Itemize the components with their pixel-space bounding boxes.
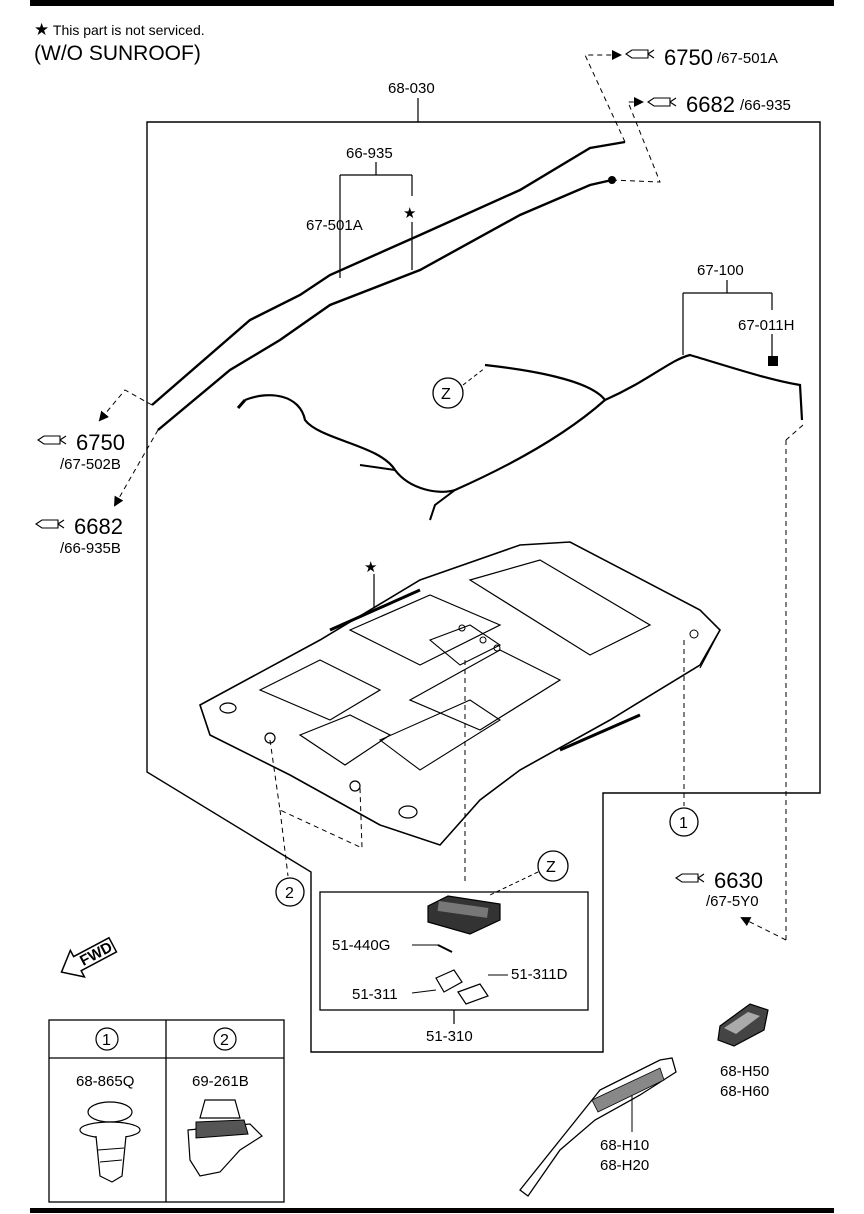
label-51-310: 51-310: [426, 1028, 473, 1045]
zone-z-marker-upper: Z: [441, 386, 451, 403]
star-mark-harness: ★: [403, 205, 416, 222]
clip-legend-table: [48, 1019, 285, 1203]
lens-51-311: [435, 969, 463, 993]
label-68-H20: 68-H20: [600, 1157, 649, 1174]
lens-51-311D: [457, 983, 489, 1005]
bottom-rule: [30, 1208, 834, 1213]
headliner-harness-67-100: [244, 353, 804, 493]
label-68-H10: 68-H10: [600, 1137, 649, 1154]
label-68-H50: 68-H50: [720, 1063, 769, 1080]
ref-6750-left: 6750: [76, 430, 125, 455]
note-text: This part is not serviced.: [52, 22, 205, 38]
pillar-trim-68-H10: [519, 1057, 677, 1197]
roof-harness-upper: [151, 140, 626, 406]
variant-title: (W/O SUNROOF): [34, 42, 201, 65]
main-group-outline: [146, 121, 821, 1053]
circle-marker-2: 2: [285, 885, 294, 902]
forward-arrow-icon: FWD: [60, 936, 118, 978]
label-68-H60: 68-H60: [720, 1083, 769, 1100]
label-51-311: 51-311: [352, 986, 398, 1003]
ref-66-935B: /66-935B: [60, 540, 121, 557]
roof-harness-lower: [157, 178, 613, 431]
retainer-clip-icon: [187, 1099, 263, 1177]
label-67-501A: 67-501A: [306, 217, 363, 234]
ref-6750-top: 6750: [664, 45, 713, 70]
label-69-261B: 69-261B: [192, 1073, 249, 1090]
handle-bracket-68-H50: [717, 1003, 769, 1047]
label-51-440G: 51-440G: [332, 937, 390, 954]
headliner-panel: [199, 541, 721, 846]
map-lamp-assembly: [427, 895, 501, 935]
label-67-011H: 67-011H: [738, 317, 794, 334]
fwd-label: FWD: [77, 939, 115, 970]
label-51-311D: 51-311D: [511, 966, 568, 983]
ref-67-501A: /67-501A: [717, 50, 778, 67]
ref-6630: 6630: [714, 868, 763, 893]
star-icon: ★: [34, 20, 50, 39]
circle-marker-1: 1: [679, 815, 688, 832]
ref-67-502B: /67-502B: [60, 456, 121, 473]
zone-z-marker-lower: Z: [546, 859, 556, 876]
label-66-935: 66-935: [346, 145, 393, 162]
legend-circle-1: 1: [102, 1032, 111, 1049]
label-67-100: 67-100: [697, 262, 744, 279]
legend-circle-2: 2: [220, 1032, 229, 1049]
ref-6682-left: 6682: [74, 514, 123, 539]
push-clip-icon: [79, 1101, 141, 1183]
ref-6682-top: 6682: [686, 92, 735, 117]
ref-66-935: /66-935: [740, 97, 791, 114]
label-68-030: 68-030: [388, 80, 435, 97]
not-serviced-note: ★ This part is not serviced.: [34, 20, 205, 40]
top-rule: [30, 0, 834, 6]
ref-67-5Y0: /67-5Y0: [706, 893, 759, 910]
label-68-865Q: 68-865Q: [76, 1073, 134, 1090]
star-mark-headliner: ★: [364, 559, 377, 576]
